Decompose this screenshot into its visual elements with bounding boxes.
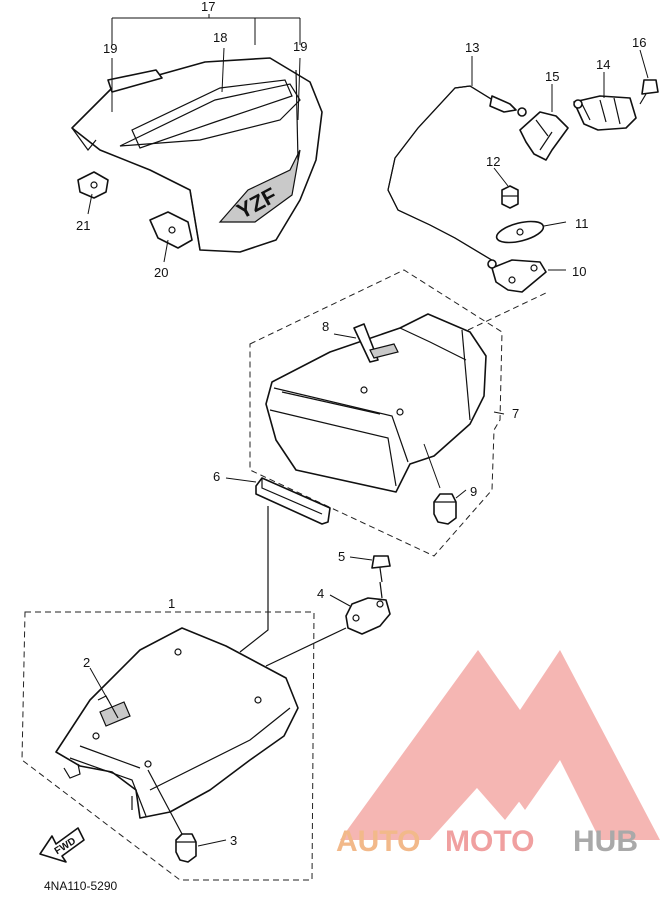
seat-lock-mechanism <box>387 79 659 293</box>
watermark-text-auto: AUTO <box>336 825 420 858</box>
callout-18: 18 <box>213 30 227 45</box>
cowl-pad <box>131 79 293 149</box>
leaders-main-seat <box>89 667 227 847</box>
damper-9 <box>433 493 457 525</box>
callout-10: 10 <box>572 264 586 279</box>
diagram-code: 4NA110-5290 <box>44 879 117 893</box>
callout-20: 20 <box>154 265 168 280</box>
callout-5: 5 <box>338 549 345 564</box>
lock-cable <box>387 85 497 263</box>
seat-lock-14 <box>573 95 637 131</box>
hinge-4-bolt-5 <box>265 555 391 667</box>
callout-17: 17 <box>201 0 215 14</box>
seat-cowl-assembly: YZF <box>71 14 323 253</box>
bolt-5 <box>371 555 391 569</box>
seat-cowl <box>71 57 323 253</box>
callout-4: 4 <box>317 586 324 601</box>
main-seat <box>55 627 299 819</box>
seat-strap-2 <box>99 701 131 727</box>
watermark-text-moto: MOTO <box>445 825 534 858</box>
watermark-logo-mark <box>340 650 660 840</box>
main-seat-assembly <box>21 611 315 881</box>
bracket-21 <box>77 171 109 199</box>
rear-seat <box>265 313 487 493</box>
callout-6: 6 <box>213 469 220 484</box>
callout-11: 11 <box>575 216 589 231</box>
nut-12 <box>501 185 519 209</box>
callout-7: 7 <box>512 406 519 421</box>
callout-19-left: 19 <box>103 41 117 56</box>
leaders-rear-seat <box>333 333 505 499</box>
callout-9: 9 <box>470 484 477 499</box>
callout-15: 15 <box>545 69 559 84</box>
leaders-top-right <box>467 49 649 331</box>
callout-19-right: 19 <box>293 39 307 54</box>
leaders-top-left <box>87 47 301 263</box>
callout-8: 8 <box>322 319 329 334</box>
callout-14: 14 <box>596 57 610 72</box>
fwd-arrow: FWD <box>39 827 85 863</box>
cowl-decal <box>218 149 301 223</box>
lock-bracket-10 <box>491 259 547 293</box>
callout-13: 13 <box>465 40 479 55</box>
seat-strip-6 <box>225 477 331 653</box>
watermark-logo: AUTO MOTO HUB <box>336 650 660 858</box>
callout-21: 21 <box>76 218 90 233</box>
watermark-text-hub: HUB <box>573 825 638 858</box>
damper-3 <box>175 833 197 863</box>
hinge-bracket-15 <box>519 111 569 161</box>
callout-12: 12 <box>486 154 500 169</box>
callout-labels: 17 18 19 19 21 20 13 15 14 16 12 11 10 8… <box>76 0 646 848</box>
callout-2: 2 <box>83 655 90 670</box>
bracket-20 <box>149 211 193 249</box>
rear-seat-assembly <box>249 269 503 557</box>
plate-11 <box>495 220 545 244</box>
callout-3: 3 <box>230 833 237 848</box>
callout-1: 1 <box>168 596 175 611</box>
callout-16: 16 <box>632 35 646 50</box>
bolt-16 <box>641 79 659 95</box>
